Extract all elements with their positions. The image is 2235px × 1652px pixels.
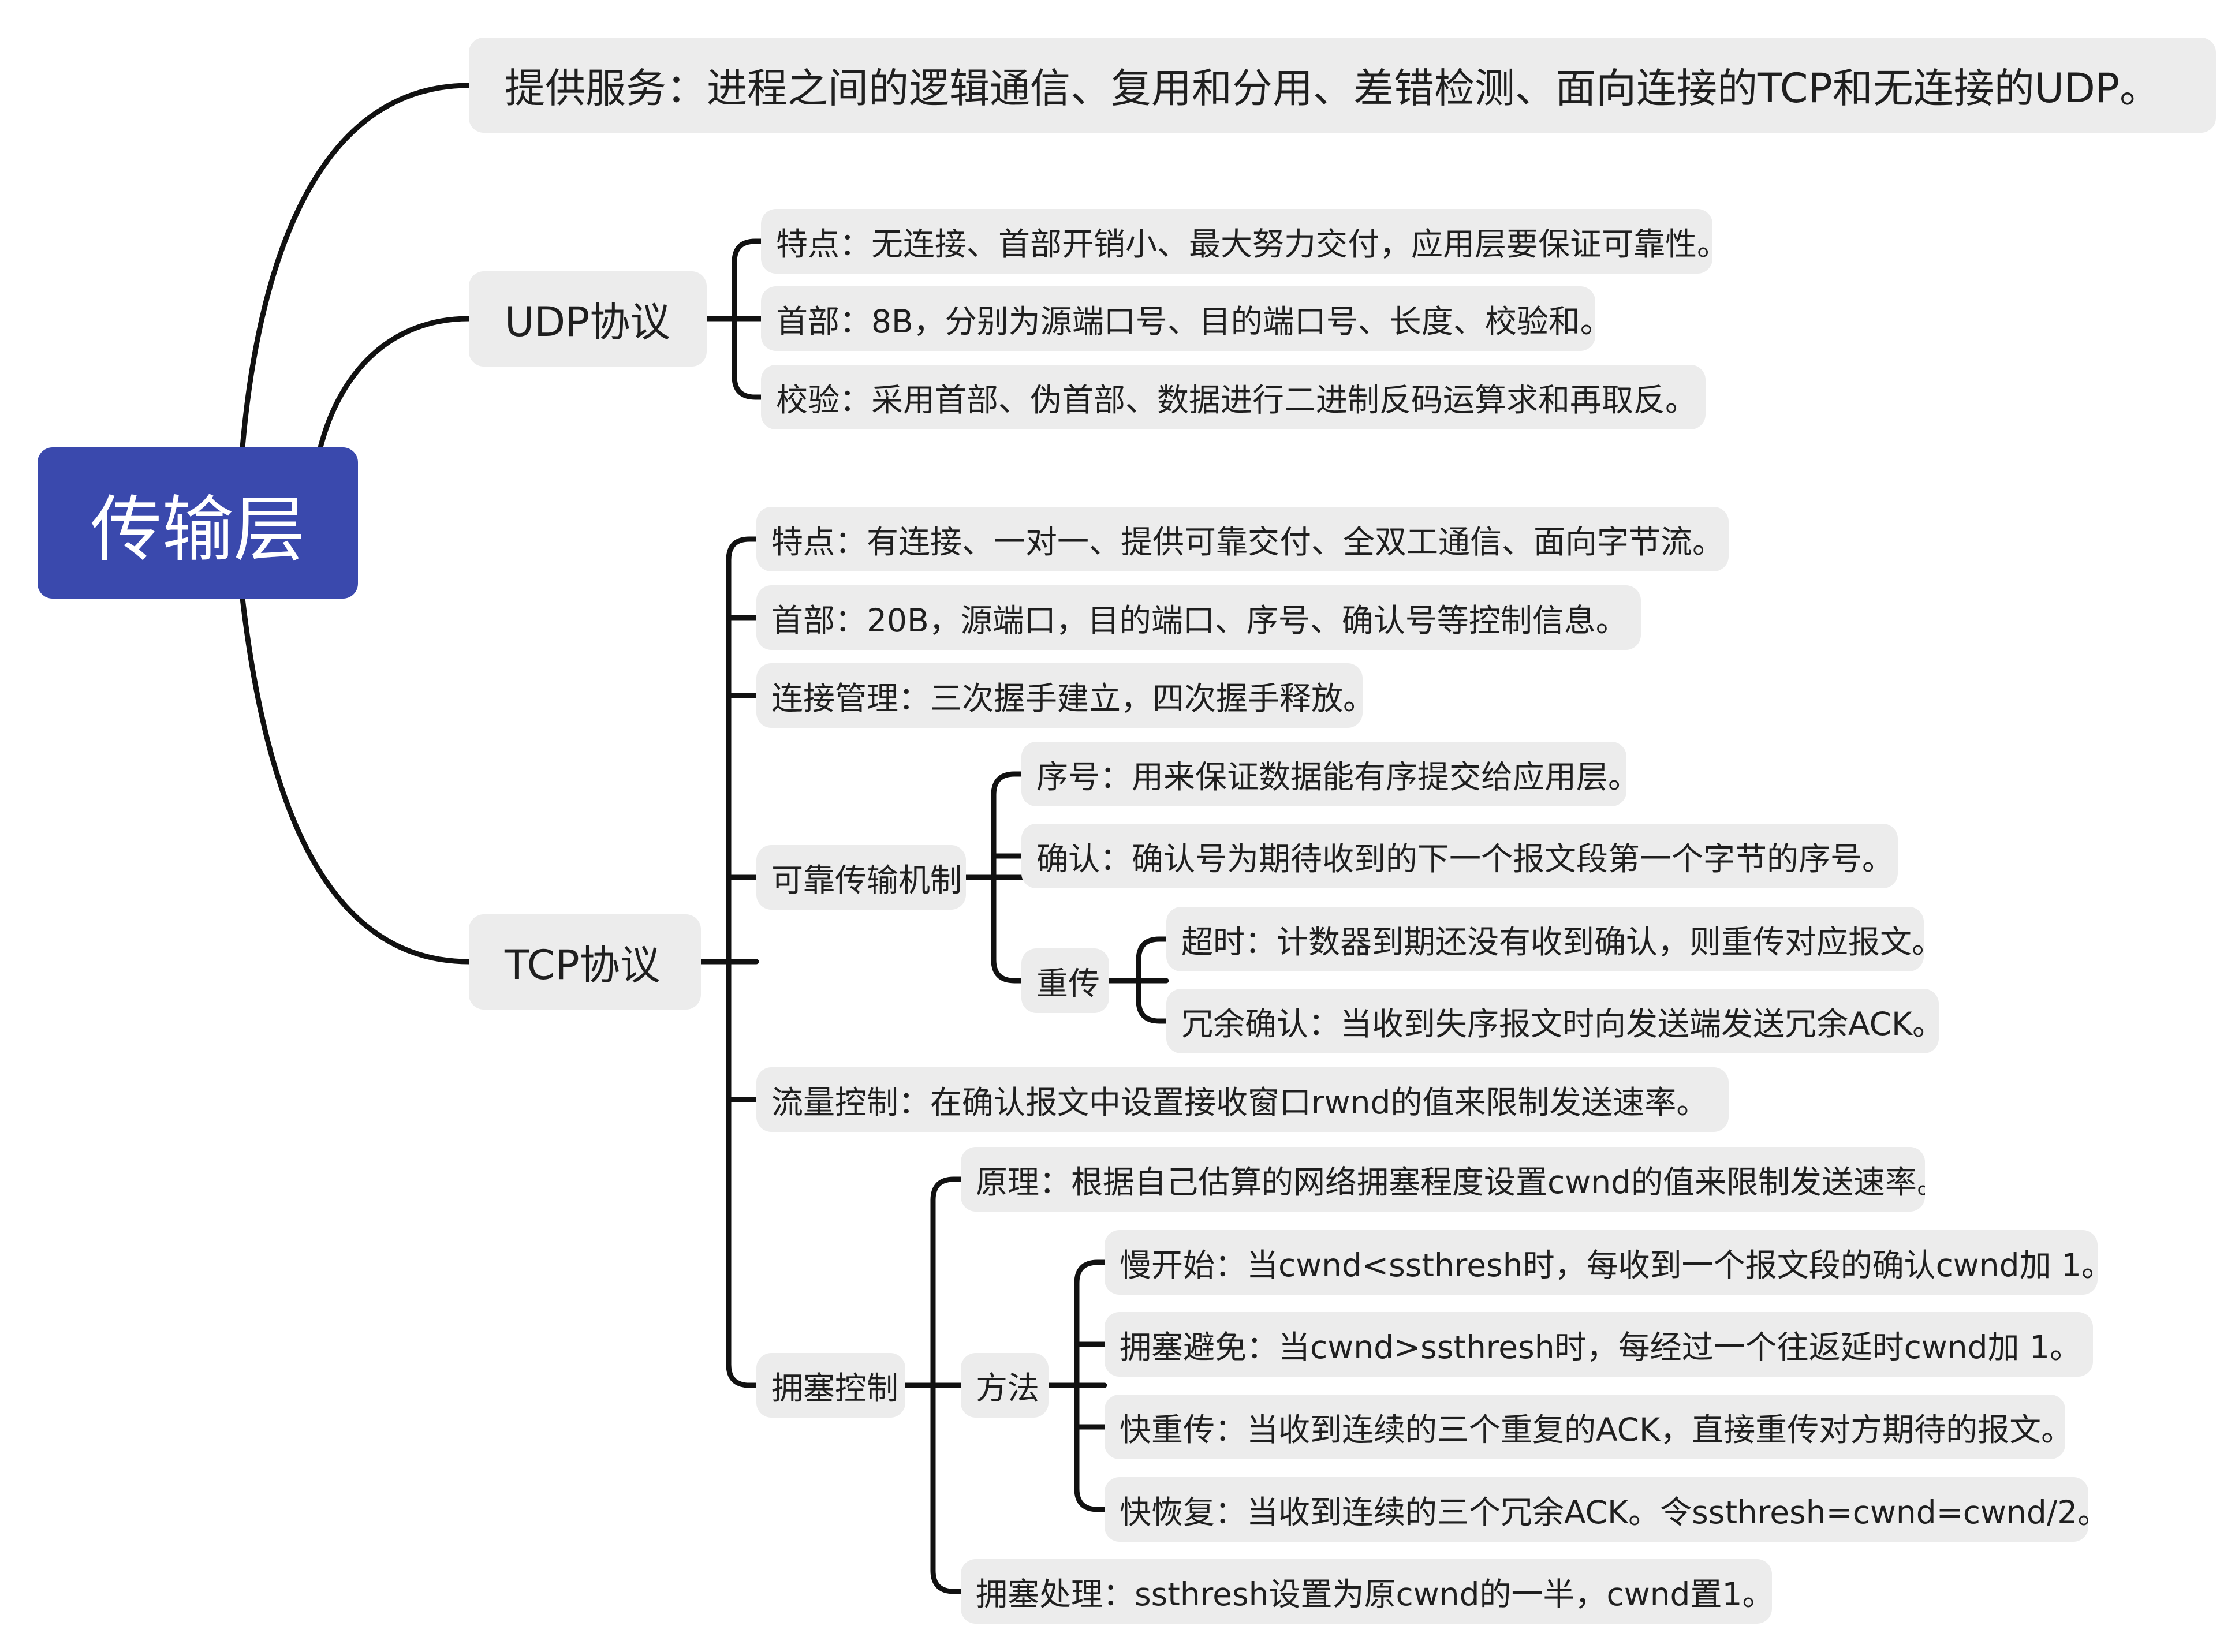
node-fast-recovery-label: 快恢复：当收到连续的三个冗余ACK。令ssthresh=cwnd=cwnd/2。: [1120, 1494, 2088, 1531]
node-tcp-connection[interactable]: 连接管理：三次握手建立，四次握手释放。: [756, 663, 1363, 728]
node-congestion-control-label: 拥塞控制: [771, 1370, 899, 1407]
node-tcp-feature[interactable]: 特点：有连接、一对一、提供可靠交付、全双工通信、面向字节流。: [756, 507, 1729, 571]
node-fast-retransmit-label: 快重传：当收到连续的三个重复的ACK，直接重传对方期待的报文。: [1120, 1411, 2065, 1448]
node-congestion-control[interactable]: 拥塞控制: [756, 1353, 905, 1418]
connector-method-branch-3: [1074, 1486, 1107, 1512]
node-slow-start[interactable]: 慢开始：当cwnd<ssthresh时，每收到一个报文段的确认cwnd加 1。: [1105, 1230, 2098, 1295]
node-congestion-method[interactable]: 方法: [961, 1353, 1049, 1418]
node-retransmit-redundant[interactable]: 冗余确认：当收到失序报文时向发送端发送冗余ACK。: [1166, 989, 1939, 1053]
node-tcp-feature-label: 特点：有连接、一对一、提供可靠交付、全双工通信、面向字节流。: [771, 524, 1725, 560]
connector-root-tcp: [240, 596, 472, 965]
node-udp[interactable]: UDP协议: [469, 271, 707, 367]
node-retransmit-label: 重传: [1036, 965, 1100, 1002]
node-flow-control-label: 流量控制：在确认报文中设置接收窗口rwnd的值来限制发送速率。: [771, 1084, 1708, 1121]
node-reliable-ack-label: 确认：确认号为期待收到的下一个报文段第一个字节的序号。: [1036, 840, 1894, 877]
root-node-transport-layer[interactable]: 传输层: [38, 447, 358, 599]
connector-reliable-branch-0: [991, 771, 1024, 798]
node-udp-header-label: 首部：8B，分别为源端口号、目的端口号、长度、校验和。: [776, 303, 1595, 340]
node-congestion-handling-label: 拥塞处理：ssthresh设置为原cwnd的一半，cwnd置1。: [976, 1576, 1772, 1613]
node-udp-checksum-label: 校验：采用首部、伪首部、数据进行二进制反码运算求和再取反。: [776, 382, 1697, 418]
node-congestion-method-label: 方法: [976, 1370, 1040, 1407]
root-label: 传输层: [90, 488, 305, 571]
connector-congestion-branch-2: [930, 1568, 964, 1594]
node-tcp[interactable]: TCP协议: [469, 914, 701, 1010]
node-services[interactable]: 提供服务：进程之间的逻辑通信、复用和分用、差错检测、面向连接的TCP和无连接的U…: [469, 38, 2216, 133]
node-retransmit-timeout-label: 超时：计数器到期还没有收到确认，则重传对应报文。: [1181, 924, 1924, 960]
node-udp-header[interactable]: 首部：8B，分别为源端口号、目的端口号、长度、校验和。: [761, 286, 1595, 351]
connector-method-branch-0: [1074, 1259, 1107, 1286]
connector-retransmit-branch-0: [1136, 936, 1169, 963]
node-retransmit-timeout[interactable]: 超时：计数器到期还没有收到确认，则重传对应报文。: [1166, 907, 1924, 971]
node-congestion-handling[interactable]: 拥塞处理：ssthresh设置为原cwnd的一半，cwnd置1。: [961, 1559, 1772, 1624]
connector-reliable-branch-2: [991, 957, 1024, 984]
node-udp-feature-label: 特点：无连接、首部开销小、最大努力交付，应用层要保证可靠性。: [776, 226, 1712, 263]
node-flow-control[interactable]: 流量控制：在确认报文中设置接收窗口rwnd的值来限制发送速率。: [756, 1067, 1729, 1132]
connector-retransmit-branch-1: [1136, 997, 1169, 1024]
node-congestion-avoidance-label: 拥塞避免：当cwnd>ssthresh时，每经过一个往返延时cwnd加 1。: [1120, 1329, 2082, 1366]
node-fast-retransmit[interactable]: 快重传：当收到连续的三个重复的ACK，直接重传对方期待的报文。: [1105, 1395, 2065, 1459]
connector-udp-branch-2: [732, 373, 764, 400]
connector-tcp-branch-0: [726, 536, 759, 563]
node-slow-start-label: 慢开始：当cwnd<ssthresh时，每收到一个报文段的确认cwnd加 1。: [1120, 1247, 2098, 1284]
connector-root-services: [240, 83, 472, 450]
node-reliable-seq[interactable]: 序号：用来保证数据能有序提交给应用层。: [1021, 742, 1626, 806]
node-udp-label: UDP协议: [505, 298, 671, 346]
connector-udp-branch-0: [732, 238, 764, 265]
node-tcp-header[interactable]: 首部：20B，源端口，目的端口、序号、确认号等控制信息。: [756, 585, 1641, 650]
node-tcp-label: TCP协议: [505, 941, 661, 989]
node-tcp-connection-label: 连接管理：三次握手建立，四次握手释放。: [771, 680, 1363, 717]
node-tcp-header-label: 首部：20B，源端口，目的端口、序号、确认号等控制信息。: [771, 602, 1628, 639]
node-retransmit-redundant-label: 冗余确认：当收到失序报文时向发送端发送冗余ACK。: [1181, 1006, 1939, 1042]
node-congestion-principle[interactable]: 原理：根据自己估算的网络拥塞程度设置cwnd的值来限制发送速率。: [961, 1147, 1925, 1212]
connector-tcp-branch-5: [726, 1362, 759, 1388]
node-congestion-avoidance[interactable]: 拥塞避免：当cwnd>ssthresh时，每经过一个往返延时cwnd加 1。: [1105, 1312, 2093, 1377]
node-reliable-transfer[interactable]: 可靠传输机制: [756, 845, 966, 910]
node-reliable-ack[interactable]: 确认：确认号为期待收到的下一个报文段第一个字节的序号。: [1021, 824, 1898, 888]
node-fast-recovery[interactable]: 快恢复：当收到连续的三个冗余ACK。令ssthresh=cwnd=cwnd/2。: [1105, 1477, 2088, 1542]
connector-congestion-branch-0: [930, 1176, 964, 1203]
connector-root-udp: [318, 316, 472, 450]
node-udp-feature[interactable]: 特点：无连接、首部开销小、最大努力交付，应用层要保证可靠性。: [761, 209, 1712, 274]
node-udp-checksum[interactable]: 校验：采用首部、伪首部、数据进行二进制反码运算求和再取反。: [761, 365, 1706, 429]
node-reliable-transfer-label: 可靠传输机制: [771, 862, 962, 899]
node-congestion-principle-label: 原理：根据自己估算的网络拥塞程度设置cwnd的值来限制发送速率。: [976, 1164, 1925, 1201]
node-reliable-seq-label: 序号：用来保证数据能有序提交给应用层。: [1036, 758, 1626, 795]
node-retransmit[interactable]: 重传: [1021, 948, 1109, 1013]
node-services-label: 提供服务：进程之间的逻辑通信、复用和分用、差错检测、面向连接的TCP和无连接的U…: [505, 65, 2161, 112]
